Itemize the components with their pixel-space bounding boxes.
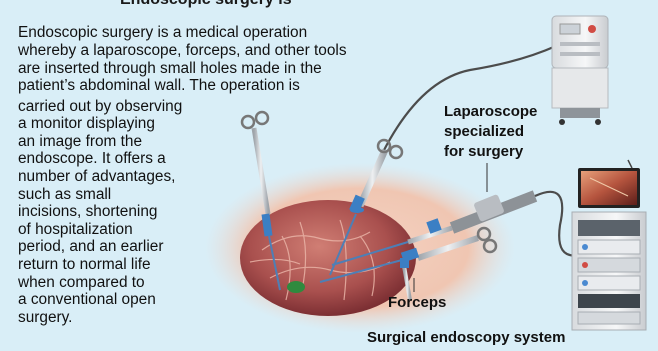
- description-line: are inserted through small holes made in…: [18, 60, 322, 78]
- light-source-unit: [552, 16, 608, 125]
- description-line: Endoscopic surgery is a medical operatio…: [18, 24, 307, 42]
- laparoscope-label-line: specialized: [444, 122, 524, 142]
- laparoscope-label-line: Laparoscope: [444, 102, 537, 122]
- organ: [287, 281, 305, 293]
- description-line: period, and an earlier: [18, 238, 163, 256]
- description-line: a monitor displaying: [18, 115, 155, 133]
- description-line: a conventional open: [18, 291, 156, 309]
- description-line: whereby a laparoscope, forceps, and othe…: [18, 42, 347, 60]
- description-line: incisions, shortening: [18, 203, 157, 221]
- forceps-label: Forceps: [388, 293, 446, 313]
- laparoscope-label-line: for surgery: [444, 142, 523, 162]
- description-line: such as small: [18, 186, 111, 204]
- description-line: number of advantages,: [18, 168, 175, 186]
- description-line: endoscope. It offers a: [18, 150, 166, 168]
- description-line: surgery.: [18, 309, 72, 327]
- description-line: when compared to: [18, 274, 145, 292]
- endoscopy-tower: [572, 160, 646, 330]
- description-line: an image from the: [18, 133, 142, 151]
- description-line: return to normal life: [18, 256, 151, 274]
- description-line: carried out by observing: [18, 98, 182, 116]
- description-line: of hospitalization: [18, 221, 133, 239]
- description-line: patient’s abdominal wall. The operation …: [18, 77, 300, 95]
- system-label: Surgical endoscopy system: [367, 328, 565, 348]
